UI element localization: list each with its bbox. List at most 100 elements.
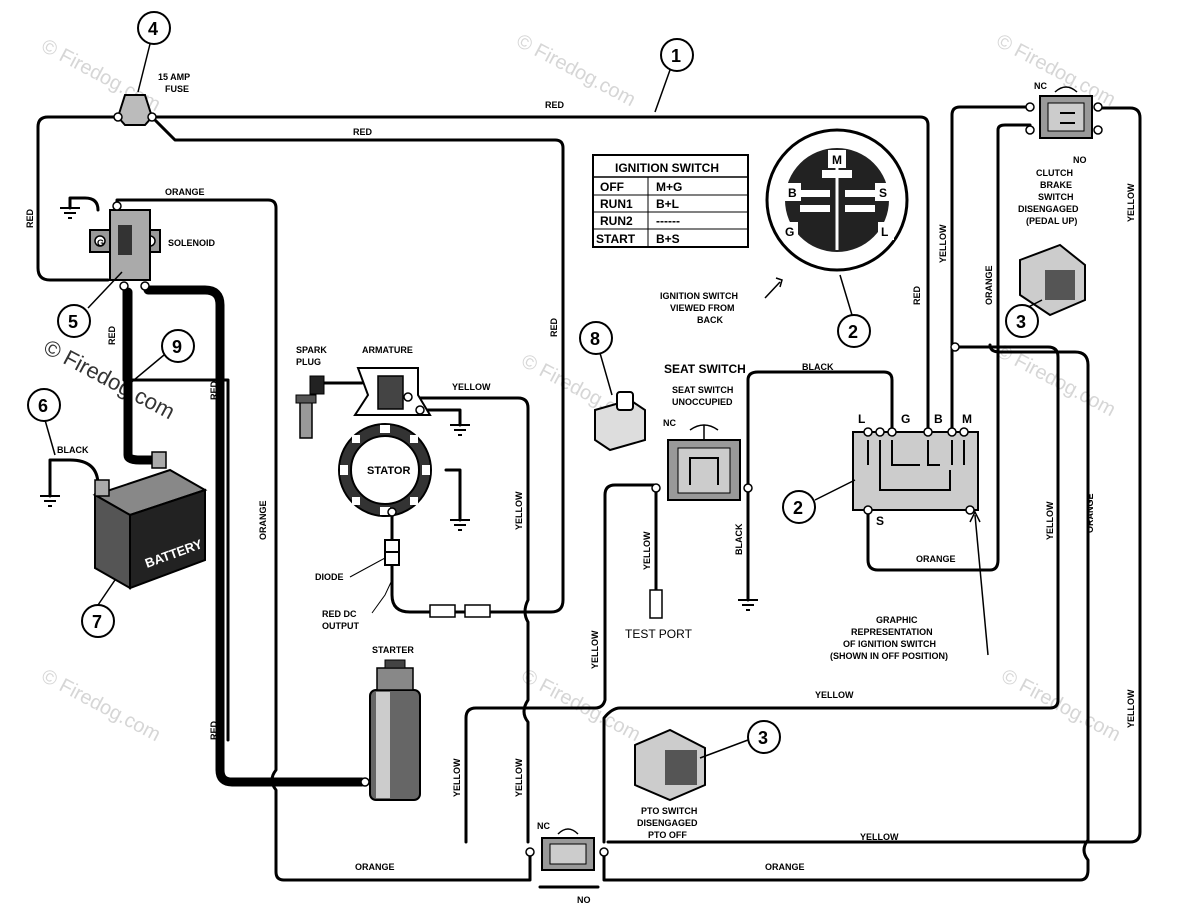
ignition-graphic-terminal: L bbox=[858, 412, 865, 426]
ignition-view-label: VIEWED FROM bbox=[670, 303, 735, 313]
wire-label-yellow: YELLOW bbox=[590, 630, 600, 669]
ignition-terminal-label: S bbox=[879, 186, 887, 200]
callout-2: 2 bbox=[782, 479, 856, 524]
wire-label-yellow: YELLOW bbox=[642, 531, 652, 570]
ground-symbols bbox=[40, 207, 758, 611]
wire-label-red: RED bbox=[209, 380, 219, 400]
ground-icon bbox=[450, 519, 470, 531]
ignition-table-pos: RUN1 bbox=[600, 197, 633, 211]
wire-label-red: RED bbox=[209, 720, 219, 740]
wire-label-red: RED bbox=[107, 325, 117, 345]
pto-label: DISENGAGED bbox=[637, 818, 698, 828]
svg-text:5: 5 bbox=[68, 312, 78, 332]
clutch-label: BRAKE bbox=[1040, 180, 1072, 190]
ignition-graphic-terminal: M bbox=[962, 412, 972, 426]
ignition-terminal-label: G bbox=[785, 225, 794, 239]
wire-label-yellow: YELLOW bbox=[938, 224, 948, 263]
callout-8: 8 bbox=[579, 321, 613, 396]
svg-text:2: 2 bbox=[848, 322, 858, 342]
callout-9: 9 bbox=[127, 329, 195, 386]
callout-1: 1 bbox=[654, 38, 694, 113]
wire-label-yellow: YELLOW bbox=[1045, 501, 1055, 540]
stator: STATOR bbox=[338, 423, 432, 517]
ignition-table-pos: OFF bbox=[600, 180, 624, 194]
armature: ARMATURE YELLOW bbox=[353, 345, 491, 416]
ignition-switch-graphic: L G B M S GRAPHIC REPRESENTATION OF IGNI… bbox=[830, 412, 989, 661]
ignition-table-conn: B+L bbox=[656, 197, 679, 211]
solenoid: G SOLENOID bbox=[89, 201, 216, 291]
fuse-label: 15 AMP bbox=[158, 72, 190, 82]
ground-icon bbox=[40, 495, 60, 507]
wire-label-black: BLACK bbox=[802, 362, 834, 372]
ground-icon bbox=[450, 424, 470, 436]
seat-switch-part bbox=[594, 391, 646, 452]
ignition-table-conn: M+G bbox=[656, 180, 682, 194]
ground-icon bbox=[60, 207, 80, 219]
clutch-label: DISENGAGED bbox=[1018, 204, 1079, 214]
svg-text:7: 7 bbox=[92, 612, 102, 632]
ignition-view-label: BACK bbox=[697, 315, 723, 325]
ignition-view-label: IGNITION SWITCH bbox=[660, 291, 738, 301]
pto-switch-part: PTO SWITCH DISENGAGED PTO OFF bbox=[634, 728, 706, 840]
callout-2: 2 bbox=[837, 274, 871, 348]
callout-5: 5 bbox=[57, 271, 123, 338]
watermark: © Firedog.com bbox=[518, 665, 644, 746]
starter-label: STARTER bbox=[372, 645, 414, 655]
clutch-no-label: NO bbox=[1073, 155, 1087, 165]
ignition-table-title: IGNITION SWITCH bbox=[615, 161, 719, 175]
seat-switch-label: SEAT SWITCH bbox=[672, 385, 733, 395]
svg-text:4: 4 bbox=[148, 19, 158, 39]
test-port: TEST PORT bbox=[625, 589, 693, 641]
callout-4: 4 bbox=[137, 11, 171, 93]
seat-switch-nc-label: NC bbox=[663, 418, 676, 428]
graphic-label: REPRESENTATION bbox=[851, 627, 933, 637]
test-port-label: TEST PORT bbox=[625, 627, 693, 641]
wire-label-orange: ORANGE bbox=[916, 554, 956, 564]
callout-7: 7 bbox=[81, 579, 116, 638]
red-dc-output-label: RED DC bbox=[322, 609, 357, 619]
wire-label-red: RED bbox=[549, 317, 559, 337]
ignition-terminal-label: L bbox=[881, 225, 888, 239]
ignition-graphic-terminal: G bbox=[901, 412, 910, 426]
callouts: 1 2 2 3 3 4 5 bbox=[27, 11, 1043, 759]
callout-6: 6 bbox=[27, 388, 61, 456]
wire-label-orange: ORANGE bbox=[984, 265, 994, 305]
pto-label: PTO SWITCH bbox=[641, 806, 697, 816]
wire-label-orange: ORANGE bbox=[765, 862, 805, 872]
ignition-graphic-terminal: S bbox=[876, 514, 884, 528]
fuse: 15 AMP FUSE bbox=[113, 72, 190, 126]
spark-plug: SPARK PLUG bbox=[295, 345, 327, 439]
clutch-label: SWITCH bbox=[1038, 192, 1074, 202]
wire-labels: RED RED RED RED RED RED RED RED ORANGE O… bbox=[25, 100, 1136, 872]
watermark: © Firedog.com bbox=[998, 665, 1124, 746]
armature-label: ARMATURE bbox=[362, 345, 413, 355]
ignition-table: IGNITION SWITCH OFF M+G RUN1 B+L RUN2 --… bbox=[592, 154, 749, 248]
wire-label-yellow: YELLOW bbox=[860, 832, 899, 842]
callout-3: 3 bbox=[699, 720, 781, 759]
ignition-terminal-label: B bbox=[788, 186, 797, 200]
clutch-nc-label: NC bbox=[1034, 81, 1047, 91]
starter: STARTER bbox=[360, 645, 421, 801]
pto-switch: NC NO bbox=[525, 821, 609, 905]
ignition-table-conn: B+S bbox=[656, 232, 680, 246]
svg-text:1: 1 bbox=[671, 46, 681, 66]
svg-text:2: 2 bbox=[793, 498, 803, 518]
svg-text:8: 8 bbox=[590, 329, 600, 349]
seat-switch-title: SEAT SWITCH bbox=[664, 362, 746, 376]
wire-label-yellow: YELLOW bbox=[452, 382, 491, 392]
wire-label-red: RED bbox=[545, 100, 565, 110]
wire-label-yellow: YELLOW bbox=[1126, 689, 1136, 728]
solenoid-label: SOLENOID bbox=[168, 238, 216, 248]
clutch-switch-part bbox=[1019, 243, 1086, 317]
pto-nc-label: NC bbox=[537, 821, 550, 831]
callout-3: 3 bbox=[1005, 299, 1043, 338]
wire-label-red: RED bbox=[353, 127, 373, 137]
clutch-label: CLUTCH bbox=[1036, 168, 1073, 178]
wire-label-black: BLACK bbox=[734, 523, 744, 555]
wire-label-yellow: YELLOW bbox=[815, 690, 854, 700]
wire-label-orange: ORANGE bbox=[355, 862, 395, 872]
watermarks: © Firedog.com © Firedog.com © Firedog.co… bbox=[38, 30, 1124, 746]
ground-icon bbox=[738, 599, 758, 611]
graphic-label: (SHOWN IN OFF POSITION) bbox=[830, 651, 948, 661]
graphic-label: GRAPHIC bbox=[876, 615, 918, 625]
